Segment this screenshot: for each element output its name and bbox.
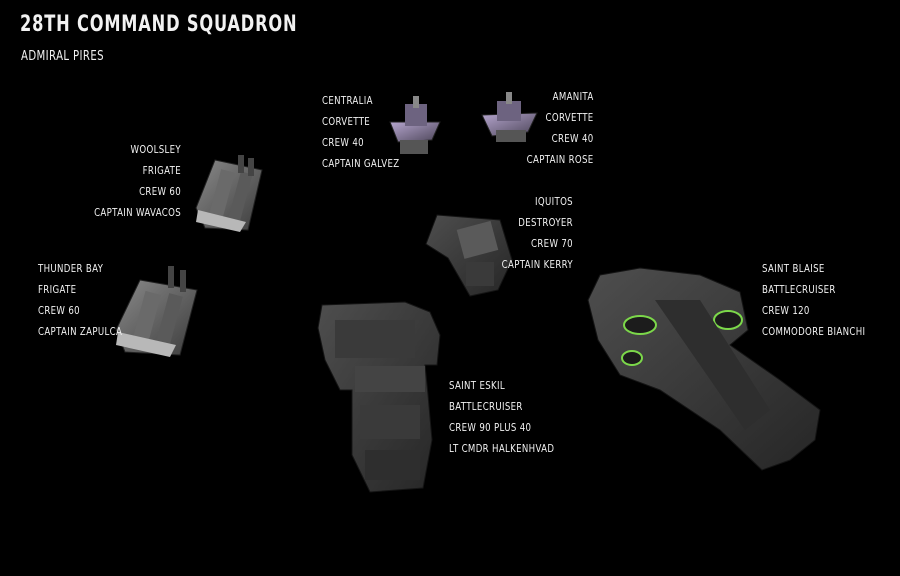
ship-class: CORVETTE [545,112,594,124]
ship-crew: CREW 60 [38,305,80,317]
ship-crew: CREW 60 [139,186,181,198]
amanita-label: AMANITA CORVETTE CREW 40 CAPTAIN ROSE [527,87,594,171]
ship-class: DESTROYER [518,217,573,229]
ship-crew: CREW 120 [762,305,810,317]
ship-name: SAINT BLAISE [762,263,825,275]
centralia-label: CENTRALIA CORVETTE CREW 40 CAPTAIN GALVE… [322,91,400,175]
ship-captain: CAPTAIN WAVACOS [94,207,181,219]
ship-captain: CAPTAIN ZAPULCA [38,326,123,338]
ship-captain: LT CMDR HALKENHVAD [449,443,555,455]
saint-eskil-label: SAINT ESKIL BATTLECRUISER CREW 90 PLUS 4… [449,376,554,460]
squadron-title: 28TH COMMAND SQUADRON [20,12,298,37]
ship-name: SAINT ESKIL [449,380,505,392]
woolsley-label: WOOLSLEY FRIGATE CREW 60 CAPTAIN WAVACOS [94,140,181,224]
ship-crew: CREW 40 [322,137,364,149]
iquitos-destroyer-ship [425,214,513,297]
ship-captain: CAPTAIN ROSE [527,154,594,166]
centralia-corvette-ship [389,96,441,154]
ship-crew: CREW 90 PLUS 40 [449,422,532,434]
woolsley-frigate-ship [195,155,263,232]
saint-blaise-label: SAINT BLAISE BATTLECRUISER CREW 120 COMM… [762,259,865,343]
ship-crew: CREW 40 [552,133,594,145]
ship-name: WOOLSLEY [130,144,181,156]
ship-class: FRIGATE [38,284,77,296]
admiral-subtitle: ADMIRAL PIRES [21,49,104,64]
ship-class: FRIGATE [142,165,181,177]
ship-name: CENTRALIA [322,95,373,107]
amanita-corvette-ship [481,92,538,142]
ship-name: AMANITA [553,91,594,103]
ship-class: BATTLECRUISER [762,284,836,296]
iquitos-label: IQUITOS DESTROYER CREW 70 CAPTAIN KERRY [502,192,573,276]
saint-eskil-battlecruiser-ship [317,301,441,493]
ship-captain: CAPTAIN KERRY [501,259,573,271]
ship-class: BATTLECRUISER [449,401,523,413]
saint-blaise-battlecruiser-ship [587,267,821,471]
ship-name: IQUITOS [535,196,573,208]
thunder-bay-frigate-ship [115,266,198,357]
ship-crew: CREW 70 [531,238,573,250]
ship-captain: CAPTAIN GALVEZ [322,158,400,170]
ship-name: THUNDER BAY [38,263,104,275]
ship-class: CORVETTE [322,116,371,128]
ship-captain: COMMODORE BIANCHI [762,326,866,338]
thunder-bay-label: THUNDER BAY FRIGATE CREW 60 CAPTAIN ZAPU… [38,259,122,343]
